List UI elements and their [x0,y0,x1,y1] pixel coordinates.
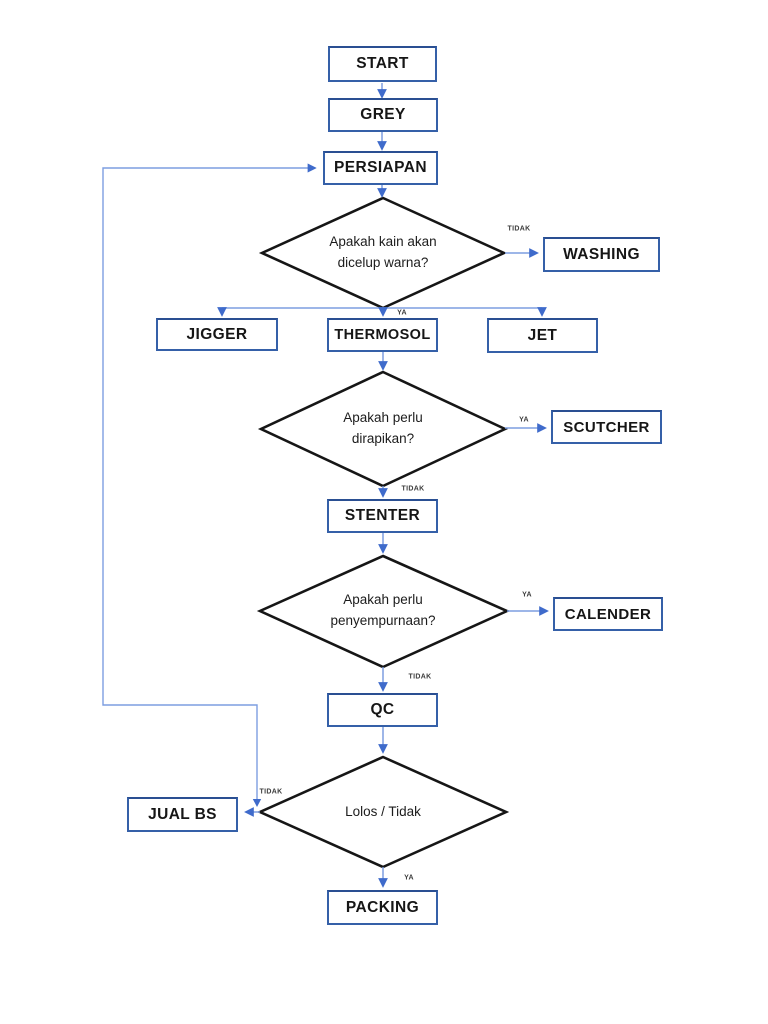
node-packing: PACKING [327,890,438,925]
node-thermosol: THERMOSOL [327,318,438,352]
node-washing: WASHING [543,237,660,272]
edge-label-tidak-washing: TIDAK [507,225,531,233]
node-qc: QC [327,693,438,727]
edge-label-ya-packing: YA [404,874,414,882]
decision-pass-question: Lolos / Tidak [345,803,421,819]
node-start: START [328,46,437,82]
node-grey: GREY [328,98,438,132]
node-jet: JET [487,318,598,353]
node-jual-bs: JUAL BS [127,797,238,832]
edge-label-tidak-qc: TIDAK [408,673,432,681]
edge-label-ya-calender: YA [522,591,532,599]
decision-finishing-question: Apakah perlu penyempurnaan? [330,592,436,628]
decision-tidy-question: Apakah perlu dirapikan? [343,410,423,446]
feedback-down-arrowhead [252,799,262,807]
edge-label-ya-scutcher: YA [519,416,529,424]
node-stenter: STENTER [327,499,438,533]
node-persiapan: PERSIAPAN [323,151,438,185]
edge-feedback-loop [102,163,317,799]
node-scutcher: SCUTCHER [551,410,662,444]
node-jigger: JIGGER [156,318,278,351]
decision-dye-question: Apakah kain akan dicelup warna? [329,234,437,270]
edge-label-ya-thermosol: YA [397,309,407,317]
edge-label-tidak-jual-bs: TIDAK [259,788,283,796]
edge-label-tidak-stenter: TIDAK [401,485,425,493]
node-calender: CALENDER [553,597,663,631]
